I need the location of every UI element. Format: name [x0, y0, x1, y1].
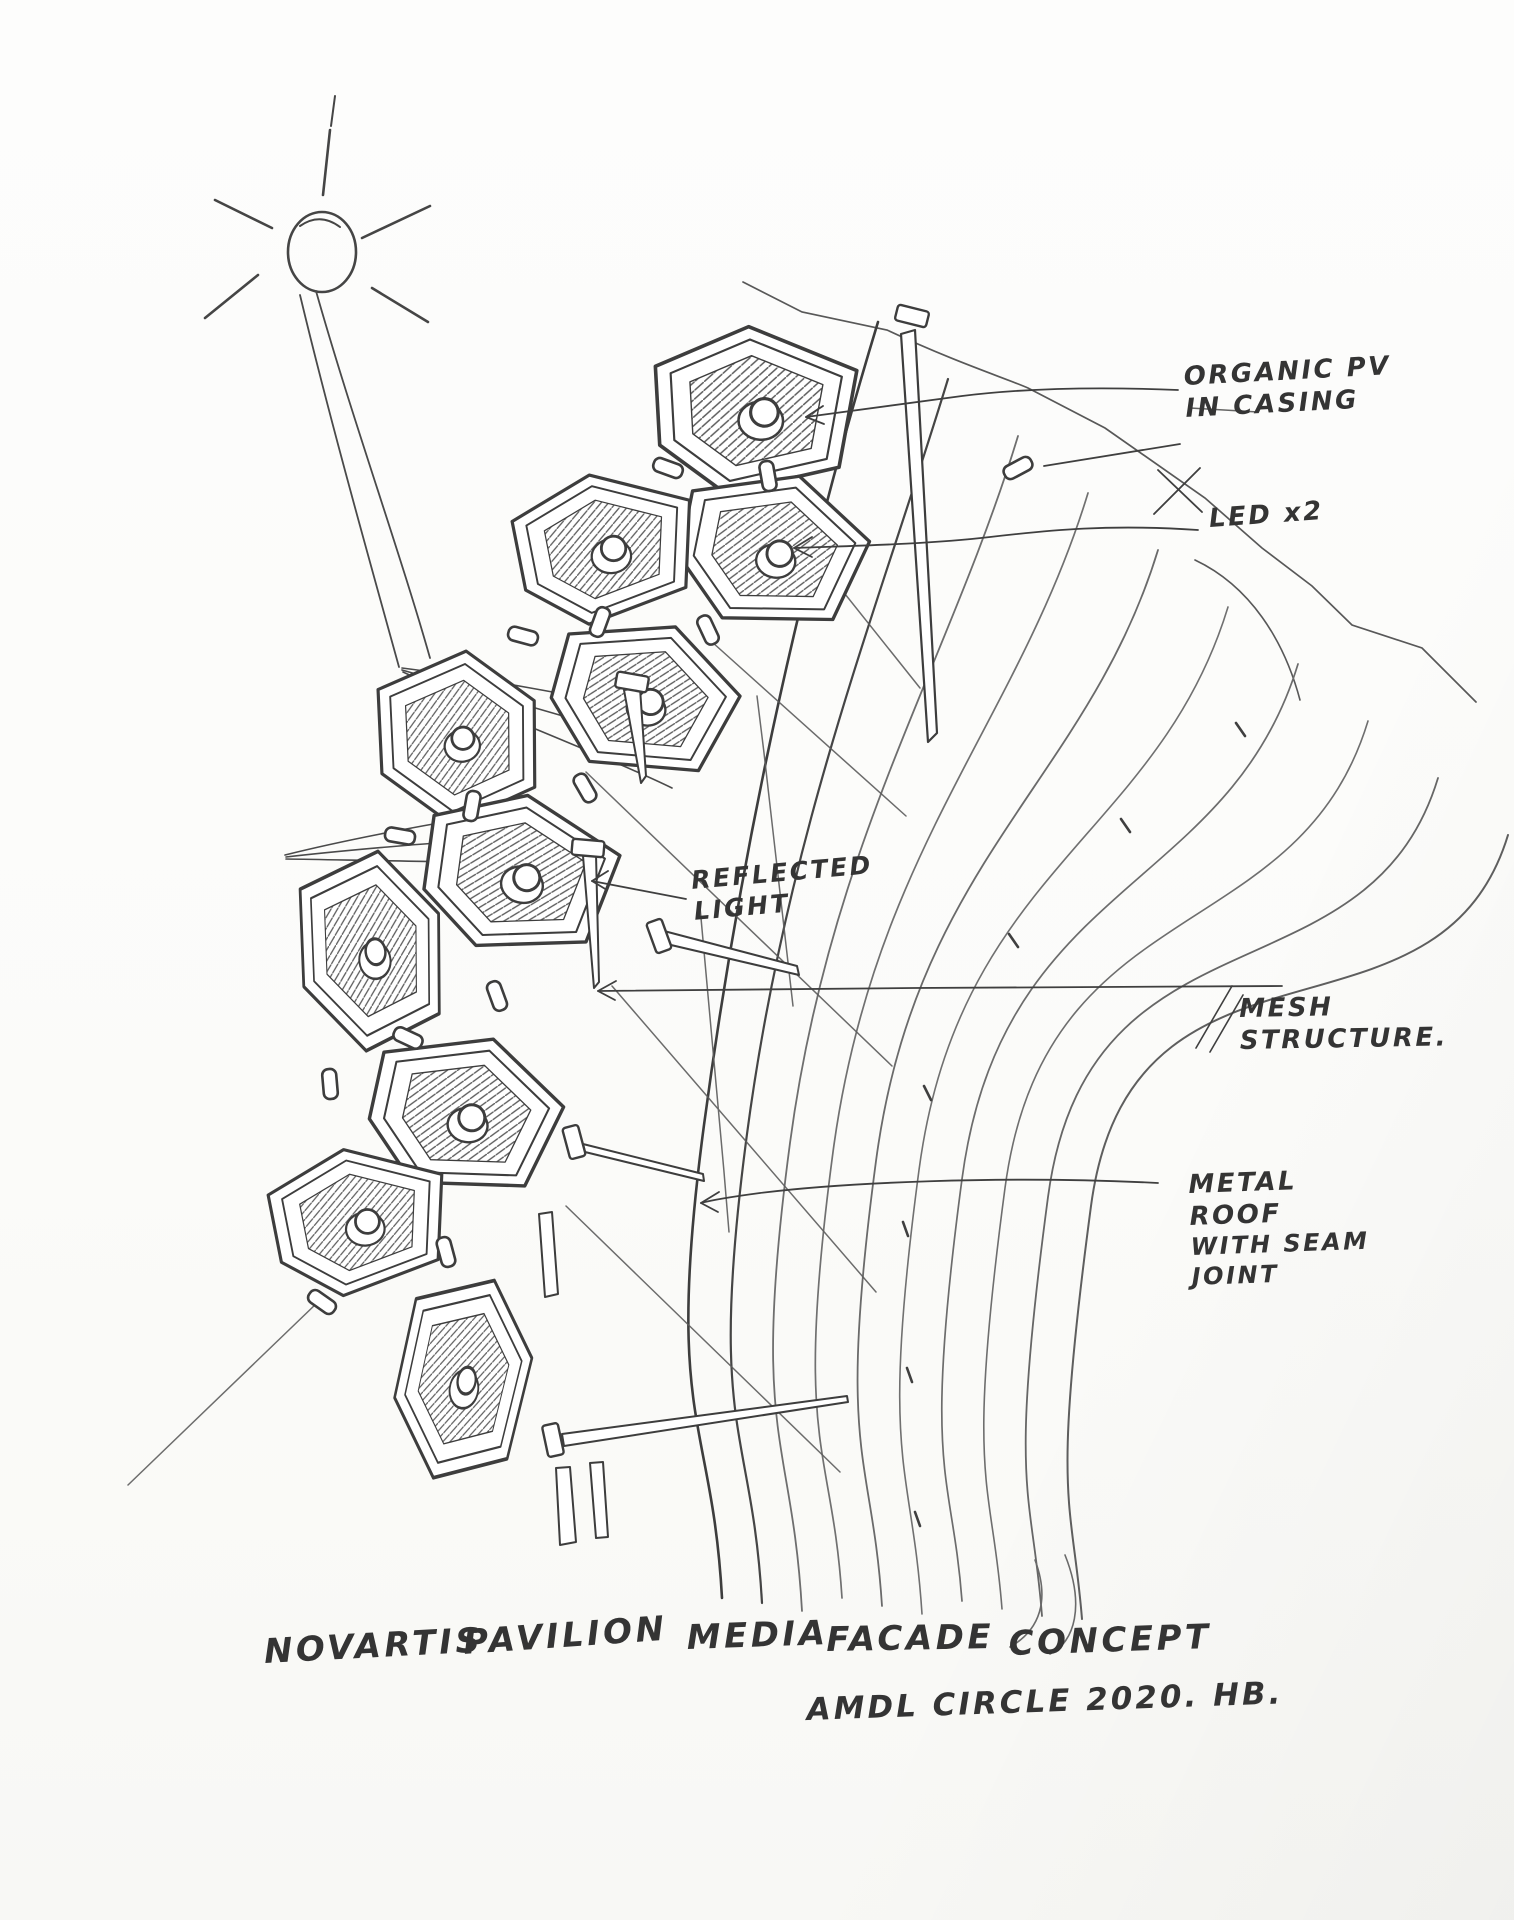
label-organic-pv: ORGANIC PV IN CASING [1183, 351, 1393, 425]
label-mesh-structure: MESH STRUCTURE. [1239, 990, 1448, 1057]
roof-ridge-line [742, 281, 1477, 703]
label-line: JOINT [1191, 1259, 1280, 1291]
seam-joint-marks [901, 721, 1247, 1528]
sunlight-rays [299, 290, 431, 668]
pv-panel [507, 464, 702, 632]
casing-connector [1000, 453, 1036, 483]
label-metal-roof: METAL ROOF WITH SEAM JOINT [1188, 1164, 1371, 1292]
mesh-structure-arrow [597, 980, 1283, 1001]
pv-panel [382, 1267, 544, 1491]
metal-roof-arrow [700, 1178, 1159, 1213]
mesh-pins [538, 303, 939, 1546]
mesh-wires [127, 514, 921, 1486]
sun-icon [203, 95, 432, 324]
reflected-light-arrow [591, 870, 687, 900]
caption-concept: CONCEPT [1008, 1616, 1213, 1664]
led-arrow [793, 526, 1199, 558]
x-mark [1153, 467, 1203, 515]
organic-pv-arrow [805, 387, 1179, 425]
casing-lead-line [1043, 443, 1181, 467]
caption-facade: FACADE [826, 1617, 995, 1660]
annotation-arrows [591, 387, 1283, 1213]
caption-media: MEDIA [686, 1613, 830, 1658]
label-line: MESH [1239, 992, 1334, 1024]
label-line: STRUCTURE. [1239, 1022, 1449, 1056]
label-line: WITH SEAM [1190, 1227, 1370, 1262]
